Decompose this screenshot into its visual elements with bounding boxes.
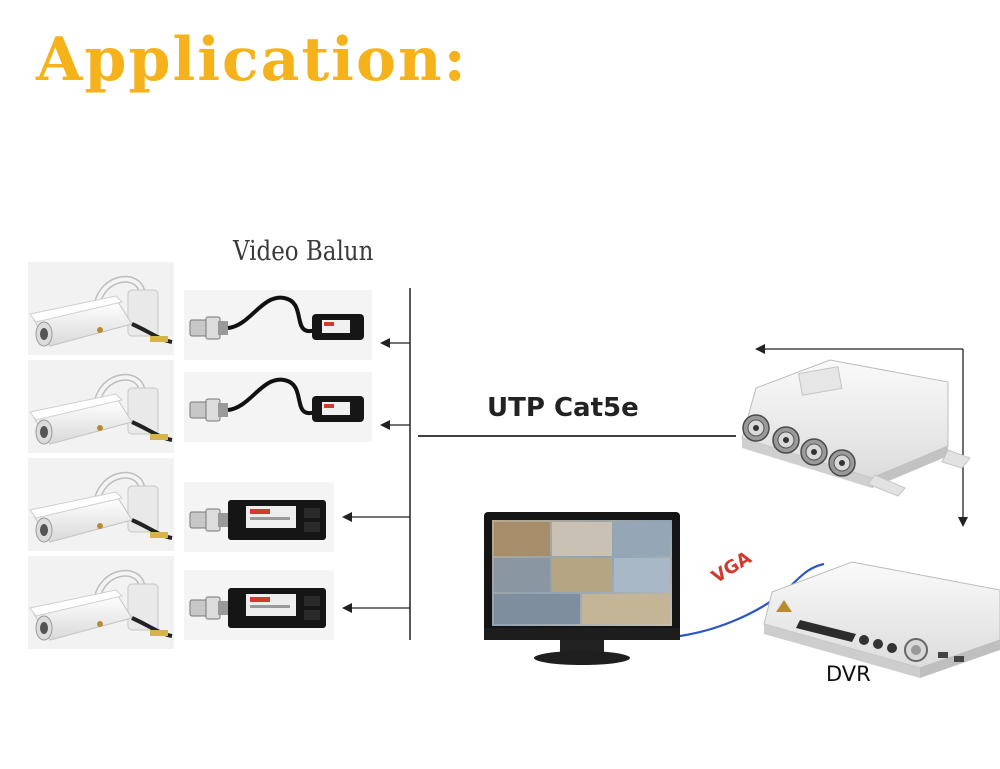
hub-to-dvr-arrow	[755, 344, 968, 527]
dvr-label: DVR	[826, 662, 871, 686]
page-title: Application:	[36, 25, 468, 95]
utp-cable-label: UTP Cat5e	[487, 393, 639, 423]
camera-2	[29, 373, 173, 445]
cameras	[29, 275, 173, 641]
baluns	[189, 295, 364, 628]
hub-bnc-1	[742, 414, 770, 442]
hub-bnc-2	[772, 426, 800, 454]
balun-panels	[184, 290, 372, 640]
balun-1	[189, 295, 364, 340]
balun-arrows	[342, 338, 410, 613]
balun-4	[189, 588, 326, 628]
hub-bnc-3	[800, 438, 828, 466]
camera-3	[29, 471, 173, 543]
video-balun-label: Video Balun	[233, 236, 374, 267]
dvr-unit	[763, 561, 1000, 678]
hub-bnc-4	[828, 449, 856, 477]
monitor	[484, 512, 680, 665]
hub-bnc-connectors	[742, 414, 856, 477]
passive-hub	[741, 359, 971, 497]
balun-2	[189, 377, 364, 422]
camera-4	[29, 569, 173, 641]
balun-3	[189, 500, 326, 540]
camera-1	[29, 275, 173, 347]
